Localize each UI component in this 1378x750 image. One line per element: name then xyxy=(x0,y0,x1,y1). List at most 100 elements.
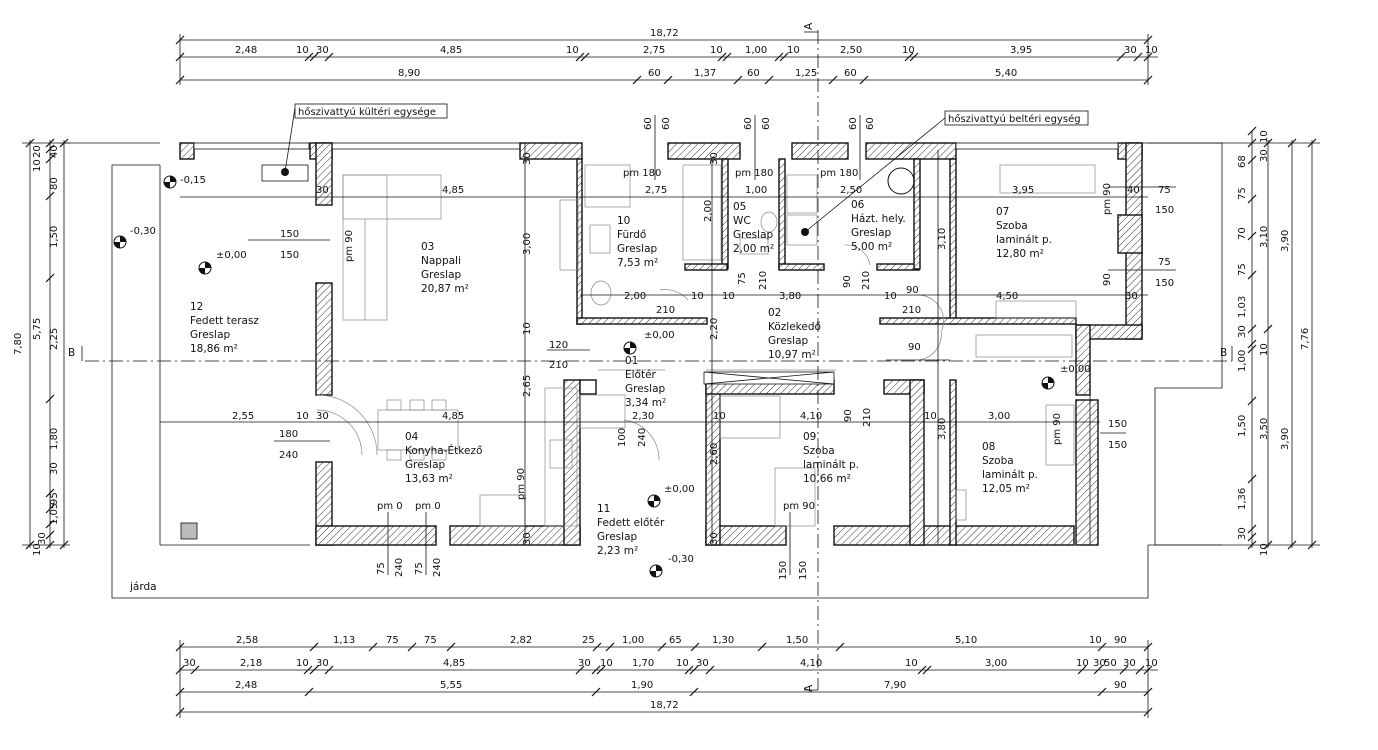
svg-text:2,48: 2,48 xyxy=(235,45,257,56)
svg-text:7,76: 7,76 xyxy=(1300,328,1311,350)
svg-text:3,00: 3,00 xyxy=(988,411,1010,422)
svg-text:1,30: 1,30 xyxy=(712,635,734,646)
svg-text:WC: WC xyxy=(733,215,751,227)
room-label-12: 12 Fedett terasz Greslap 18,86 m² xyxy=(190,301,259,355)
svg-text:2,00: 2,00 xyxy=(703,200,714,222)
svg-text:5,10: 5,10 xyxy=(955,635,977,646)
svg-text:150: 150 xyxy=(798,561,809,580)
site-outline xyxy=(111,142,1223,599)
svg-text:100: 100 xyxy=(617,428,628,447)
svg-text:4,85: 4,85 xyxy=(442,185,464,196)
svg-text:05: 05 xyxy=(733,201,746,213)
svg-text:180: 180 xyxy=(279,429,298,440)
svg-text:4,85: 4,85 xyxy=(440,45,462,56)
svg-text:5,75: 5,75 xyxy=(32,318,43,340)
svg-text:Fedett előtér: Fedett előtér xyxy=(597,517,665,529)
svg-text:10: 10 xyxy=(1259,543,1270,556)
svg-text:10: 10 xyxy=(1259,343,1270,356)
svg-text:10: 10 xyxy=(905,658,918,669)
svg-text:pm 180: pm 180 xyxy=(735,168,773,179)
room-label-08: 08 Szoba laminált p. 12,05 m² xyxy=(982,441,1038,495)
bottom-total-dim: 18,72 xyxy=(650,700,679,711)
svg-text:10: 10 xyxy=(1259,130,1270,143)
svg-text:30: 30 xyxy=(1259,149,1270,162)
room-label-01: 01 Előtér Greslap 3,34 m² xyxy=(625,355,666,409)
svg-text:1,00: 1,00 xyxy=(1237,350,1248,372)
svg-text:75: 75 xyxy=(414,562,425,575)
svg-text:210: 210 xyxy=(549,360,568,371)
svg-text:1,50: 1,50 xyxy=(49,226,60,248)
svg-text:65: 65 xyxy=(669,635,682,646)
svg-text:68: 68 xyxy=(1237,155,1248,168)
svg-text:1,80: 1,80 xyxy=(49,428,60,450)
left-dims: 10 20 40 80 1,50 2,25 1,80 30 95 1,05 30… xyxy=(13,145,60,556)
indoor-unit-callout: hőszivattyú beltéri egység xyxy=(801,110,1089,236)
svg-text:2,58: 2,58 xyxy=(236,635,258,646)
svg-text:3,50: 3,50 xyxy=(1259,418,1270,440)
svg-text:20,87 m²: 20,87 m² xyxy=(421,283,469,295)
svg-text:150: 150 xyxy=(1155,278,1174,289)
svg-text:150: 150 xyxy=(280,229,299,240)
section-b-right: B xyxy=(1220,347,1227,359)
svg-text:75: 75 xyxy=(386,635,399,646)
svg-text:2,75: 2,75 xyxy=(643,45,665,56)
svg-text:12,05 m²: 12,05 m² xyxy=(982,483,1030,495)
svg-text:Házt. hely.: Házt. hely. xyxy=(851,213,906,225)
outdoor-unit-label: hőszivattyú kültéri egysége xyxy=(298,106,436,118)
section-a-bottom: A xyxy=(803,684,815,692)
svg-text:3,00: 3,00 xyxy=(985,658,1007,669)
svg-text:3,90: 3,90 xyxy=(1280,428,1291,450)
svg-text:10: 10 xyxy=(884,291,897,302)
furniture xyxy=(316,164,1096,527)
svg-text:laminált p.: laminált p. xyxy=(996,234,1052,246)
room-label-03: 03 Nappali Greslap 20,87 m² xyxy=(421,241,469,295)
svg-text:30: 30 xyxy=(1125,291,1138,302)
svg-text:2,55: 2,55 xyxy=(232,411,254,422)
svg-text:70: 70 xyxy=(1237,227,1248,240)
room-label-05: 05 WC Greslap 2,00 m² xyxy=(733,201,774,255)
svg-text:1,37: 1,37 xyxy=(694,68,716,79)
section-a-top: A xyxy=(803,22,815,30)
svg-text:30: 30 xyxy=(49,462,60,475)
bottom-dims-row1: 2,58 1,13 75 75 2,82 25 1,00 65 1,30 1,5… xyxy=(236,635,1127,646)
svg-text:40: 40 xyxy=(49,145,60,158)
svg-text:7,90: 7,90 xyxy=(884,680,906,691)
svg-text:150: 150 xyxy=(1155,205,1174,216)
svg-text:30: 30 xyxy=(1124,45,1137,56)
svg-text:1,03: 1,03 xyxy=(1237,296,1248,318)
svg-text:10: 10 xyxy=(32,159,43,172)
svg-text:30: 30 xyxy=(522,152,533,165)
section-b-left: B xyxy=(68,347,75,359)
bottom-dimension-lines xyxy=(175,640,1158,718)
svg-text:60: 60 xyxy=(761,117,772,130)
svg-text:20: 20 xyxy=(32,145,43,158)
svg-text:60: 60 xyxy=(743,117,754,130)
svg-text:1,00: 1,00 xyxy=(745,45,767,56)
svg-text:Közlekedő: Közlekedő xyxy=(768,321,821,333)
svg-text:4,10: 4,10 xyxy=(800,411,822,422)
svg-text:75: 75 xyxy=(737,272,748,285)
svg-text:60: 60 xyxy=(661,117,672,130)
svg-text:2,65: 2,65 xyxy=(522,375,533,397)
svg-text:30: 30 xyxy=(1093,658,1106,669)
svg-text:07: 07 xyxy=(996,206,1009,218)
svg-text:30: 30 xyxy=(1123,658,1136,669)
svg-text:30: 30 xyxy=(37,532,48,545)
top-dims-row2: 8,90 60 1,37 60 1,25 60 5,40 xyxy=(398,68,1017,79)
svg-text:1,50: 1,50 xyxy=(1237,415,1248,437)
svg-text:2,82: 2,82 xyxy=(510,635,532,646)
svg-text:75: 75 xyxy=(1158,257,1171,268)
svg-text:30: 30 xyxy=(709,532,720,545)
svg-text:75: 75 xyxy=(1237,187,1248,200)
svg-text:4,50: 4,50 xyxy=(996,291,1018,302)
svg-text:2,50: 2,50 xyxy=(840,185,862,196)
svg-text:pm 90: pm 90 xyxy=(344,230,355,262)
svg-text:210: 210 xyxy=(656,305,675,316)
room-label-02: 02 Közlekedő Greslap 10,97 m² xyxy=(768,307,821,361)
level-markers xyxy=(113,175,1055,578)
svg-text:150: 150 xyxy=(778,561,789,580)
svg-text:2,00 m²: 2,00 m² xyxy=(733,243,774,255)
svg-text:240: 240 xyxy=(637,428,648,447)
svg-text:10: 10 xyxy=(1145,658,1158,669)
interior-dimension-lines xyxy=(160,115,1176,575)
